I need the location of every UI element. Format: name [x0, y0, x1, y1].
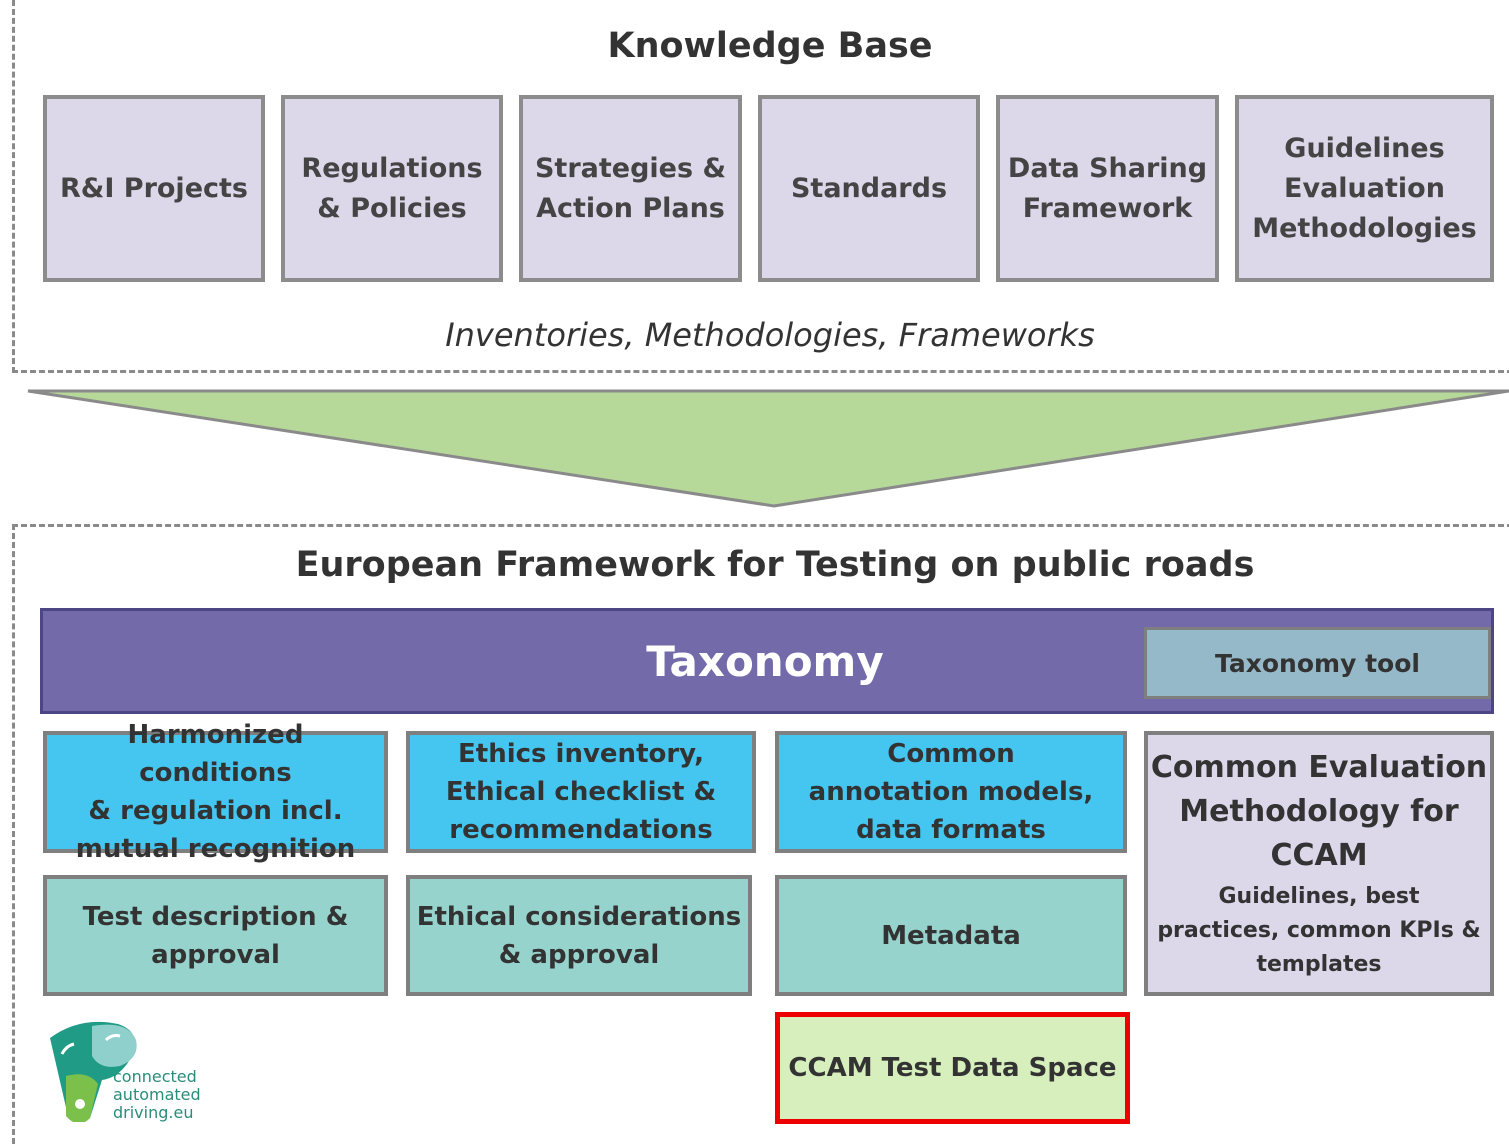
cell-label: Common annotation models, data formats	[808, 739, 1094, 845]
cell-label: Test description & approval	[82, 901, 349, 970]
cell-label: CCAM Test Data Space	[788, 1053, 1117, 1083]
kb-item-label: Data Sharing Framework	[1007, 152, 1208, 224]
evaluation-subtitle: Guidelines, best practices, common KPIs …	[1157, 883, 1481, 977]
kb-item-data-sharing: Data Sharing Framework	[996, 95, 1219, 282]
funnel-arrow	[27, 389, 1509, 508]
cell-label: Harmonized conditions & regulation incl.…	[75, 720, 356, 864]
logo-text: connected automated driving.eu	[113, 1067, 201, 1122]
kb-item-label: Regulations & Policies	[301, 152, 483, 224]
kb-item-regulations: Regulations & Policies	[281, 95, 503, 282]
kb-item-label: Standards	[790, 172, 948, 204]
logo-mark-icon	[50, 1021, 137, 1122]
test-description-box: Test description & approval	[43, 875, 388, 996]
evaluation-title: Common Evaluation Methodology for CCAM	[1150, 749, 1488, 873]
kb-item-label: Guidelines Evaluation Methodologies	[1252, 132, 1477, 244]
kb-item-guidelines: Guidelines Evaluation Methodologies	[1235, 95, 1494, 282]
evaluation-methodology-box: Common Evaluation Methodology for CCAM G…	[1144, 731, 1494, 996]
kb-item-label: R&I Projects	[60, 172, 248, 204]
taxonomy-label: Taxonomy	[646, 637, 884, 686]
knowledge-base-section	[12, 0, 1509, 373]
connected-automated-driving-logo: connected automated driving.eu	[40, 1018, 220, 1128]
kb-item-standards: Standards	[758, 95, 980, 282]
annotation-models-box: Common annotation models, data formats	[775, 731, 1127, 853]
ethics-inventory-box: Ethics inventory, Ethical checklist & re…	[406, 731, 756, 853]
kb-item-strategies: Strategies & Action Plans	[519, 95, 742, 282]
taxonomy-tool-label: Taxonomy tool	[1215, 648, 1420, 678]
framework-title: European Framework for Testing on public…	[295, 545, 1255, 585]
taxonomy-tool: Taxonomy tool	[1144, 627, 1491, 699]
knowledge-base-subtitle: Inventories, Methodologies, Frameworks	[445, 316, 1095, 354]
ethical-considerations-box: Ethical considerations & approval	[406, 875, 752, 996]
kb-item-ri-projects: R&I Projects	[43, 95, 265, 282]
knowledge-base-title: Knowledge Base	[607, 26, 933, 66]
cell-label: Metadata	[881, 920, 1021, 951]
harmonized-conditions-box: Harmonized conditions & regulation incl.…	[43, 720, 388, 864]
kb-item-label: Strategies & Action Plans	[534, 152, 727, 224]
cell-label: Ethics inventory, Ethical checklist & re…	[445, 739, 717, 845]
framework-section	[12, 524, 1509, 1144]
metadata-box: Metadata	[775, 875, 1127, 996]
cell-label: Ethical considerations & approval	[416, 901, 742, 970]
ccam-test-data-space-box: CCAM Test Data Space	[775, 1012, 1130, 1124]
